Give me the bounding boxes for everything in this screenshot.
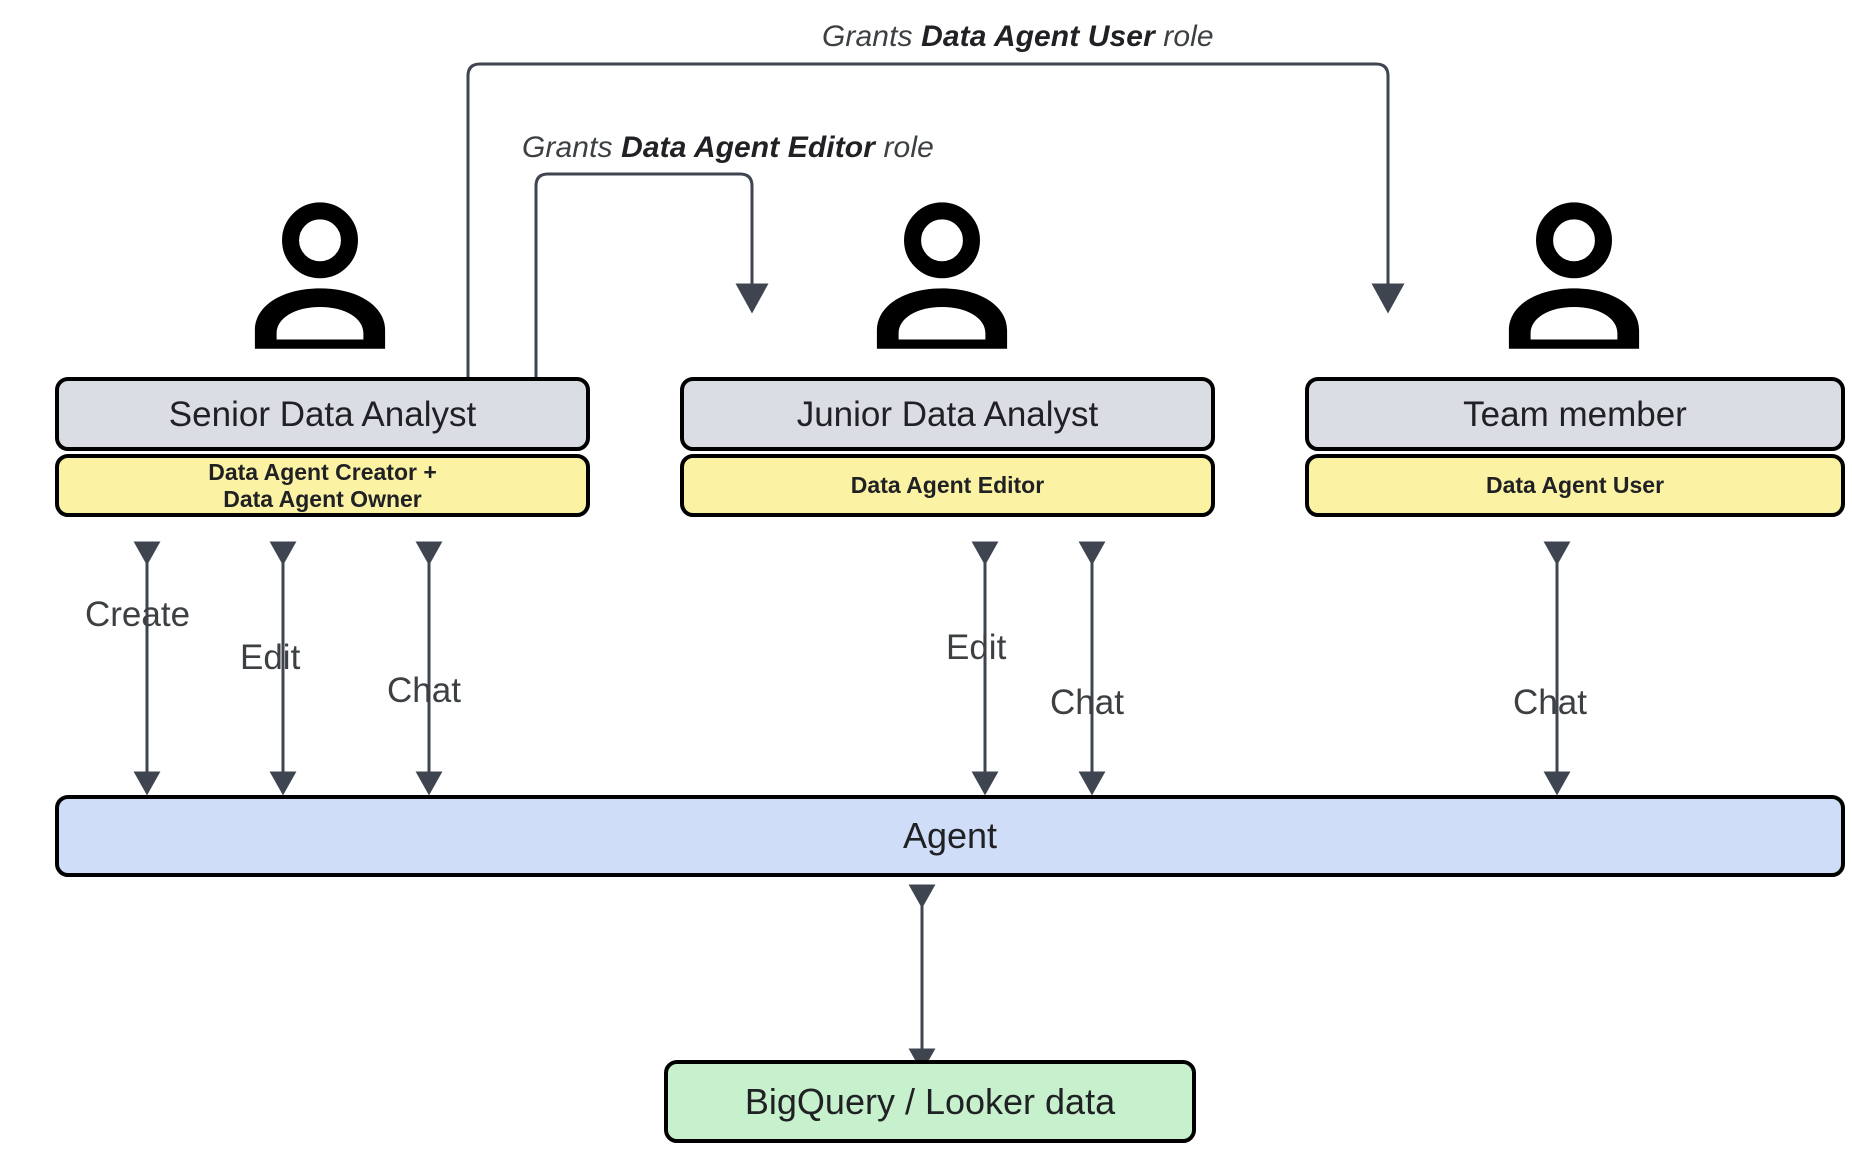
persona-role-team-member: Data Agent User: [1305, 454, 1845, 517]
connector-grant-editor: [534, 172, 769, 377]
persona-card-senior-data-analyst[interactable]: Senior Data Analyst Data Agent Creator +…: [55, 377, 590, 517]
persona-role-line: Data Agent Editor: [850, 472, 1045, 499]
persona-title-junior-data-analyst: Junior Data Analyst: [680, 377, 1215, 451]
persona-role-line: Data Agent User: [1485, 472, 1665, 499]
grant-editor-label: Grants Data Agent Editor role: [522, 131, 934, 164]
action-label-chat-junior: Chat: [1050, 683, 1124, 722]
persona-card-junior-data-analyst[interactable]: Junior Data Analyst Data Agent Editor: [680, 377, 1215, 517]
action-label-chat-team: Chat: [1513, 683, 1587, 722]
persona-card-team-member[interactable]: Team member Data Agent User: [1305, 377, 1845, 517]
data-source-box[interactable]: BigQuery / Looker data: [664, 1060, 1196, 1143]
action-label-edit-senior: Edit: [240, 638, 301, 677]
persona-title-team-member: Team member: [1305, 377, 1845, 451]
action-label-edit-junior: Edit: [946, 628, 1007, 667]
person-icon: [1508, 202, 1640, 349]
agent-bar[interactable]: Agent: [55, 795, 1845, 877]
action-label-create: Create: [85, 595, 191, 634]
persona-role-senior-data-analyst: Data Agent Creator + Data Agent Owner: [55, 454, 590, 517]
grant-user-label: Grants Data Agent User role: [822, 20, 1214, 53]
persona-role-line: Data Agent Creator +: [208, 459, 437, 486]
person-icon: [876, 202, 1008, 349]
persona-title-senior-data-analyst: Senior Data Analyst: [55, 377, 590, 451]
person-icon: [254, 202, 386, 349]
persona-role-junior-data-analyst: Data Agent Editor: [680, 454, 1215, 517]
persona-role-line: Data Agent Owner: [223, 485, 422, 512]
action-label-chat-senior: Chat: [387, 671, 461, 710]
